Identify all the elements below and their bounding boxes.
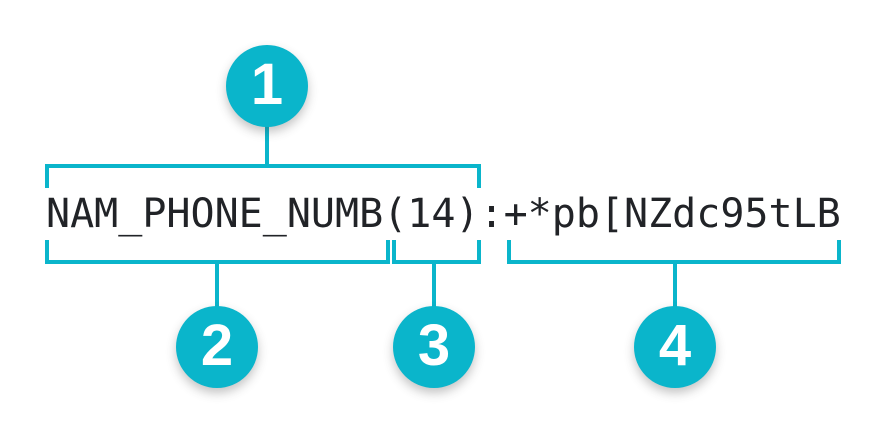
callout-1-badge: 1	[226, 45, 308, 127]
code-segment-field-name: NAM_PHONE_NUMB	[46, 191, 384, 237]
callout-2-connector-line	[215, 264, 219, 308]
code-string: NAM_PHONE_NUMB(14):+*pb[NZdc95tLB	[46, 194, 841, 234]
callout-3-badge: 3	[393, 306, 475, 388]
callout-3-bracket	[392, 240, 481, 264]
callout-1-bracket	[45, 164, 481, 188]
callout-1-connector-line	[265, 124, 269, 164]
callout-2-label: 2	[200, 313, 234, 378]
code-segment-length: (14)	[383, 191, 480, 237]
code-segment-encrypted-value: +*pb[NZdc95tLB	[503, 191, 841, 237]
callout-2-bracket	[45, 240, 390, 264]
callout-2-badge: 2	[176, 306, 258, 388]
callout-4-badge: 4	[634, 306, 716, 388]
callout-3-connector-line	[432, 264, 436, 308]
code-segment-separator: :	[479, 191, 504, 237]
callout-1-label: 1	[250, 52, 284, 117]
callout-3-label: 3	[417, 313, 451, 378]
callout-4-bracket	[507, 240, 841, 264]
callout-4-connector-line	[673, 264, 677, 308]
callout-4-label: 4	[658, 313, 692, 378]
